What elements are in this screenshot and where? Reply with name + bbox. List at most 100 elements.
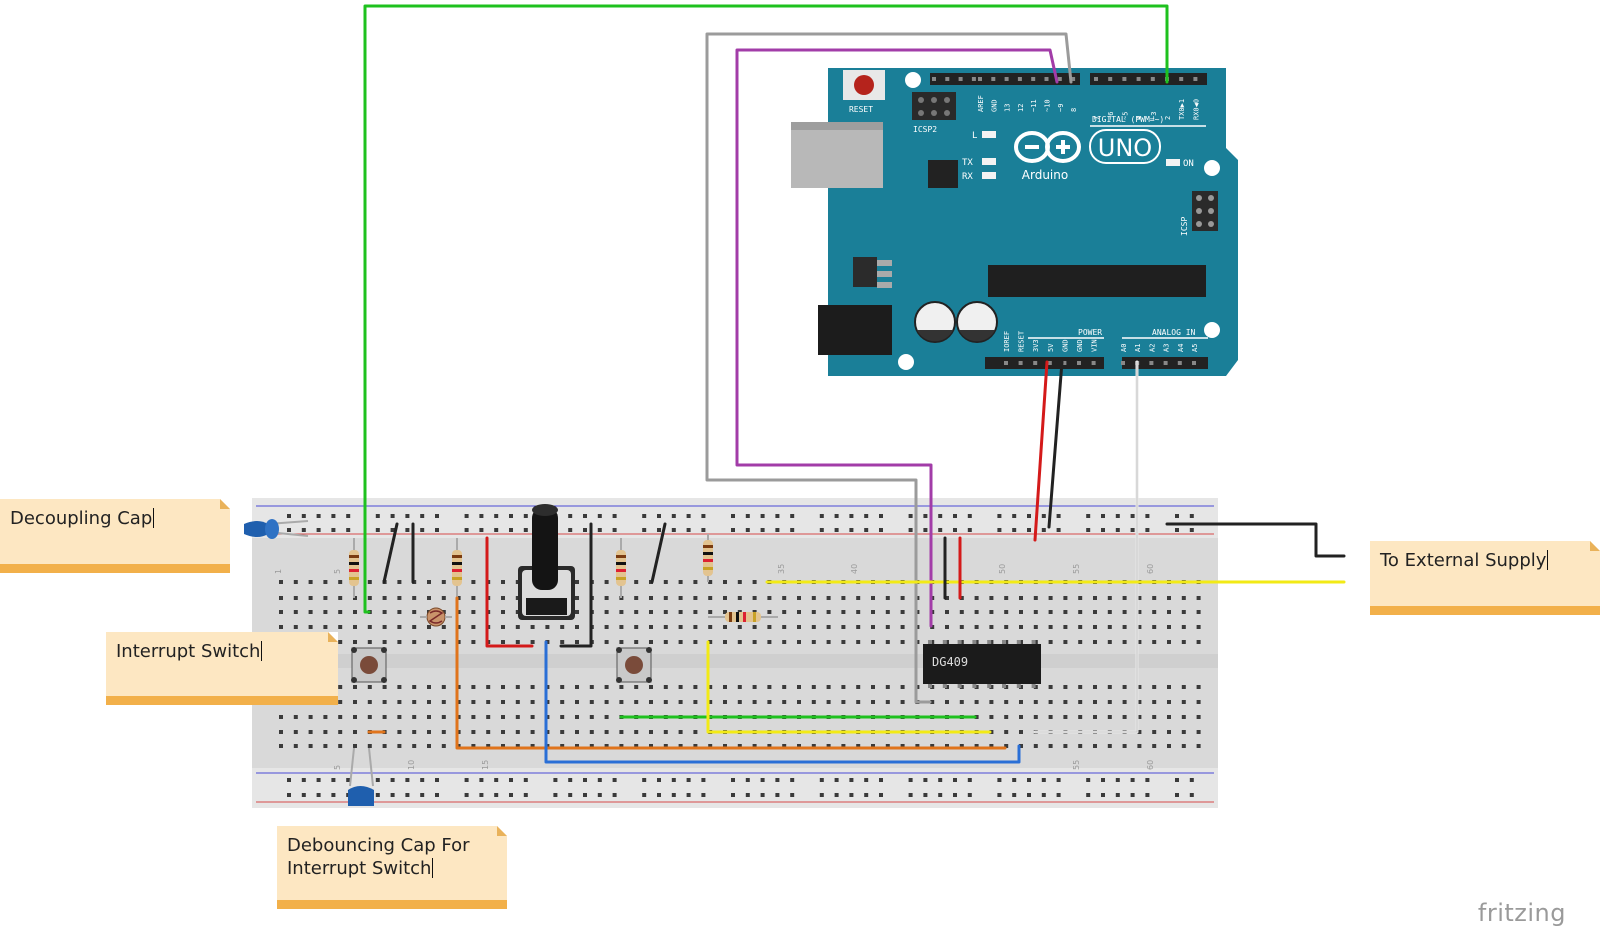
col-num-bot-10: 10 [407,760,416,770]
decoupling-capacitor [244,519,309,539]
wire-yellow-lower [706,640,992,734]
push-button-2 [616,647,652,683]
chip-label: DG409 [932,655,968,669]
potentiometer [518,504,575,620]
column-numbers: 1 5 35 40 50 55 60 5 10 15 55 60 [274,564,1155,770]
col-num-bot-55: 55 [1072,760,1081,770]
pin-label: 7 [1093,116,1101,120]
pin-label: ~10 [1044,99,1052,112]
pin-label: RESET [1018,330,1026,352]
pin-label: 8 [1070,108,1078,112]
pin-label: GND [990,99,998,112]
arduino-logo-icon [1014,131,1081,163]
atmega-chip [988,265,1206,297]
note-decoupling-text: Decoupling Cap [10,508,153,529]
debouncing-capacitor [348,747,374,806]
col-num-bot-60: 60 [1146,760,1155,770]
resistors [349,534,778,622]
icsp2-label: ICSP2 [913,125,937,134]
mount-hole [1204,322,1220,338]
led-tx-label: TX [962,158,973,168]
col-num-top-5: 5 [333,569,342,574]
wires [363,4,1346,764]
mount-hole [905,72,921,88]
breadboard-holes [279,514,1201,797]
wire-red-jumper [485,536,534,648]
power-jack [818,305,892,355]
pin-label: ~11 [1030,99,1038,112]
pin-label: 12 [1017,104,1025,112]
usb-connector [791,122,883,188]
pin-label: A1 [1134,344,1142,352]
icsp-label: ICSP [1180,217,1189,236]
wire-black-gnd [1047,360,1064,529]
led-l [982,131,996,138]
pin-label: AREF [977,95,985,112]
led-rx [982,172,996,179]
pin-label: A3 [1163,344,1171,352]
text-caret [1547,550,1549,570]
pin-label: VIN [1091,339,1099,352]
icsp2-header [912,92,956,120]
mount-hole [898,354,914,370]
pin-label: RX0◀0 [1192,99,1200,120]
pin-label: 13 [1004,104,1012,112]
text-caret [153,508,155,528]
pin-label: TX0▶1 [1178,99,1186,120]
wire-red-5v [1033,360,1049,542]
note-external-text: To External Supply [1380,550,1547,571]
icsp-header [1192,191,1218,231]
pin-label: A4 [1177,344,1185,352]
arduino-brand: Arduino [1022,168,1068,182]
wire-blue [544,640,1021,764]
note-interrupt-text: Interrupt Switch [116,641,261,662]
pin-label: ~6 [1107,112,1115,120]
wire-black-jumper-1 [382,522,399,584]
pin-label: A2 [1148,344,1156,352]
col-num-top-1: 1 [274,569,283,574]
dg409-chip: DG409 [923,640,1041,688]
uno-label: UNO [1098,134,1152,162]
usb-chip [928,160,958,188]
led-on-label: ON [1183,159,1194,169]
pin-label: GND [1076,339,1084,352]
pin-label: A0 [1120,344,1128,352]
pin-label: 4 [1136,116,1144,120]
led-l-label: L [972,131,977,141]
wire-green-pin2 [363,4,1169,614]
col-num-top-50: 50 [998,564,1007,574]
pin-label: 2 [1164,116,1172,120]
note-decoupling-cap[interactable]: Decoupling Cap [0,499,230,573]
digital-header-right [1090,73,1207,85]
wire-purple-pin9 [735,48,1059,628]
note-interrupt-switch[interactable]: Interrupt Switch [106,632,338,705]
col-num-top-40: 40 [850,564,859,574]
text-caret [261,641,263,661]
power-label: POWER [1078,328,1102,337]
power-header [985,357,1104,369]
col-num-bot-15: 15 [481,760,490,770]
digital-label: DIGITAL (PWM=~) [1092,115,1164,124]
led-rx-label: RX [962,172,973,182]
wire-gray-pin8 [705,32,1073,704]
interrupt-push-button [351,647,387,683]
wire-black-external [1165,522,1346,558]
led-on [1166,159,1180,166]
fritzing-logo: fritzing [1477,899,1566,927]
pin-label: GND [1061,339,1069,352]
pin-label: 3V3 [1032,339,1040,352]
pin-label: ~3 [1150,112,1158,120]
analog-label: ANALOG IN [1152,328,1196,337]
note-debounce-text: Debouncing Cap For Interrupt Switch [287,835,470,879]
reset-label: RESET [849,105,873,114]
note-debouncing-cap[interactable]: Debouncing Cap For Interrupt Switch [277,826,507,909]
note-external-supply[interactable]: To External Supply [1370,541,1600,615]
pin-label: A5 [1191,344,1199,352]
led-tx [982,158,996,165]
pin-label: ~9 [1057,104,1065,112]
wire-orange [455,596,1007,750]
col-num-top-60: 60 [1146,564,1155,574]
pin-label: IOREF [1003,331,1011,352]
